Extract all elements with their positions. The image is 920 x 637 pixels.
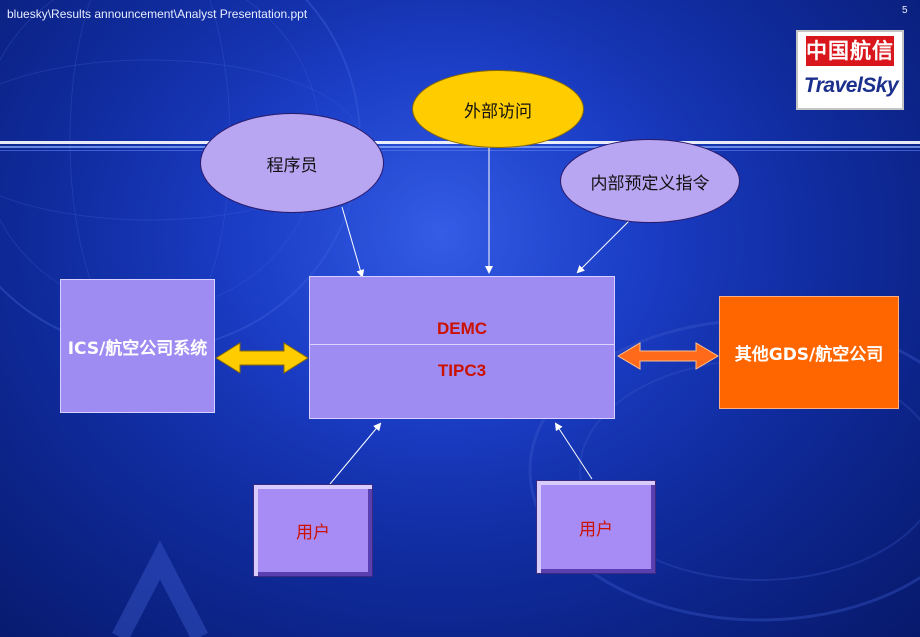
node-demc-tipc3: DEMC TIPC3 [309,276,615,419]
logo-english-text: TravelSky [803,74,899,97]
file-path-label: bluesky\Results announcement\Analyst Pre… [7,7,308,21]
node-other-gds: 其他GDS/航空公司 [719,296,899,409]
page-number: 5 [902,5,908,16]
node-user-right: 用户 [536,480,656,574]
logo-chinese-text: 中国航信 [806,36,894,66]
node-ics-system: ICS/航空公司系统 [60,279,215,413]
node-external-access: 外部访问 [412,70,584,148]
tipc3-label: TIPC3 [437,361,487,380]
node-programmer: 程序员 [200,113,384,213]
demc-divider [310,344,614,345]
travelsky-logo: 中国航信 TravelSky [796,30,904,110]
node-internal-commands: 内部预定义指令 [560,139,740,223]
demc-label: DEMC [436,319,488,338]
node-user-left: 用户 [253,484,373,577]
